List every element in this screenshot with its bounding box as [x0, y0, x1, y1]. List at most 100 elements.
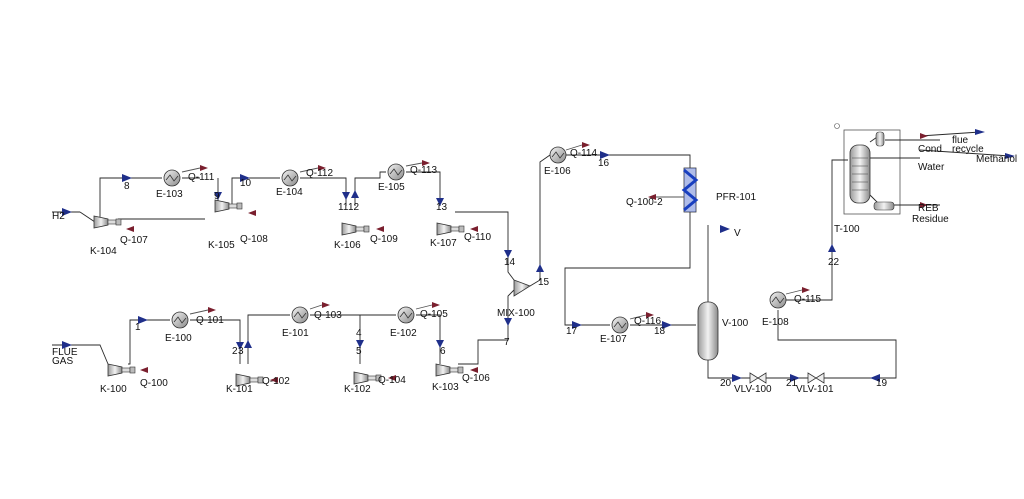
mixer-mix100[interactable]	[513, 279, 541, 297]
stream-13: 13	[436, 202, 448, 213]
label-k104: K-104	[90, 246, 117, 257]
label-q115: Q-115	[794, 294, 821, 305]
label-e107: E-107	[600, 334, 627, 345]
exchanger-e105[interactable]	[387, 163, 405, 181]
label-e108: E-108	[762, 317, 789, 328]
label-cond: Cond	[918, 144, 942, 155]
label-q110: Q-110	[464, 232, 491, 243]
bottom-train-lines	[52, 225, 897, 379]
label-q113: Q-113	[410, 165, 437, 176]
exchanger-e106[interactable]	[549, 146, 567, 164]
label-v100: V-100	[722, 318, 749, 329]
label-e102: E-102	[390, 328, 417, 339]
stream-4: 4	[356, 328, 362, 339]
exchanger-e103[interactable]	[163, 169, 181, 187]
label-q101: Q-101	[196, 315, 224, 326]
compressor-k102[interactable]	[353, 371, 382, 385]
stream-8: 8	[124, 181, 130, 192]
label-recycle: recycle	[952, 144, 984, 155]
label-q105: Q-105	[420, 309, 448, 320]
separator-v100[interactable]	[697, 301, 719, 361]
label-q100: Q-100	[140, 378, 168, 389]
compressor-k106[interactable]	[341, 222, 370, 236]
label-mix100: MIX-100	[497, 308, 535, 319]
stream-3: 3	[238, 346, 244, 357]
stream-20: 20	[720, 378, 732, 389]
valve-vlv101[interactable]	[807, 372, 825, 384]
label-methanol: Methanol	[976, 154, 1017, 165]
stream-6: 6	[440, 346, 446, 357]
label-q109: Q-109	[370, 234, 398, 245]
label-q104: Q-104	[378, 375, 406, 386]
label-k101: K-101	[226, 384, 253, 395]
label-q102: Q-102	[262, 376, 290, 387]
valve-vlv100[interactable]	[749, 372, 767, 384]
compressor-k107[interactable]	[436, 222, 465, 236]
exchanger-e107[interactable]	[611, 316, 629, 334]
compressor-k103[interactable]	[435, 363, 464, 377]
exchanger-e100[interactable]	[171, 311, 189, 329]
stream-11: 11	[338, 202, 349, 213]
stream-21: 21	[786, 378, 798, 389]
label-flue: flue	[952, 135, 969, 146]
stream-9: 9	[214, 191, 220, 202]
exchanger-e108[interactable]	[769, 291, 787, 309]
label-e101: E-101	[282, 328, 309, 339]
feed-gas-label: GAS	[52, 356, 73, 367]
compressor-k100[interactable]	[107, 363, 136, 377]
stream-15: 15	[538, 277, 550, 288]
stream-5: 5	[356, 346, 362, 357]
label-q114: Q-114	[570, 148, 597, 159]
stream-v: V	[734, 228, 741, 239]
label-k103: K-103	[432, 382, 459, 393]
stream-16: 16	[598, 158, 610, 169]
label-t100: T-100	[834, 224, 860, 235]
stream-2: 2	[232, 346, 238, 357]
stream-12: 12	[348, 202, 360, 213]
label-pfr101: PFR-101	[716, 192, 756, 203]
label-q112: Q-112	[306, 168, 333, 179]
label-residue: Residue	[912, 214, 949, 225]
label-k100: K-100	[100, 384, 127, 395]
exchanger-e101[interactable]	[291, 306, 309, 324]
label-e105: E-105	[378, 182, 405, 193]
label-q108: Q-108	[240, 234, 268, 245]
stream-22: 22	[828, 257, 840, 268]
label-k102: K-102	[344, 384, 371, 395]
stream-19: 19	[876, 378, 888, 389]
exchanger-e102[interactable]	[397, 306, 415, 324]
material-arrows	[62, 129, 1015, 382]
column-t100[interactable]	[834, 123, 895, 211]
label-q100-2: Q-100-2	[626, 197, 663, 208]
stream-17: 17	[566, 326, 578, 337]
label-e100: E-100	[165, 333, 192, 344]
label-q103: Q-103	[314, 310, 342, 321]
label-vlv100: VLV-100	[734, 384, 772, 395]
label-e106: E-106	[544, 166, 571, 177]
label-e103: E-103	[156, 189, 183, 200]
label-k105: K-105	[208, 240, 235, 251]
stream-18: 18	[654, 326, 666, 337]
compressor-k104[interactable]	[93, 215, 122, 229]
stream-7: 7	[504, 337, 510, 348]
energy-arrows	[126, 133, 928, 383]
label-q116: Q-116	[634, 316, 661, 327]
label-k106: K-106	[334, 240, 361, 251]
label-e104: E-104	[276, 187, 303, 198]
label-water: Water	[918, 162, 945, 173]
label-q107: Q-107	[120, 235, 148, 246]
label-k107: K-107	[430, 238, 457, 249]
label-q106: Q-106	[462, 373, 490, 384]
label-q111: Q-111	[188, 172, 215, 183]
feed-h2-label: H2	[52, 211, 65, 222]
stream-10: 10	[240, 178, 252, 189]
stream-1: 1	[135, 322, 141, 333]
label-vlv101: VLV-101	[796, 384, 834, 395]
feed-flue-label: FLUE	[52, 347, 78, 358]
labels: H2 FLUE GAS 8 10 9 11 12 13 14 15 16 1 2…	[52, 135, 1017, 395]
reactor-pfr101[interactable]	[681, 167, 699, 213]
exchanger-e104[interactable]	[281, 169, 299, 187]
stream-14: 14	[504, 257, 516, 268]
